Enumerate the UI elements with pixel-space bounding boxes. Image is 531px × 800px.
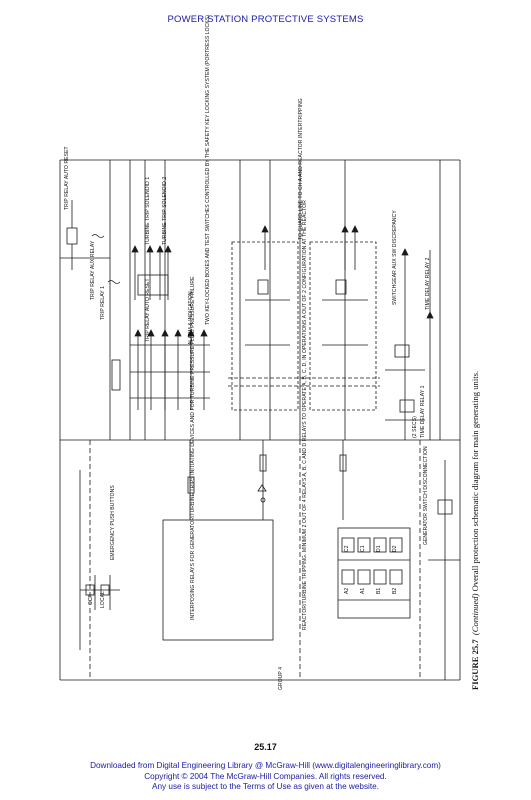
label-trip-relay-aux: TRIP RELAY AUX RELAY	[90, 240, 96, 300]
page-number: 25.17	[254, 742, 277, 752]
label-emergency-push-buttons: EMERGENCY PUSH BUTTONS	[110, 485, 116, 560]
relay-label-c1: C1	[360, 545, 366, 552]
footer-terms-line: Any use is subject to the Terms of Use a…	[152, 782, 379, 791]
relay-label-b1: B1	[376, 587, 382, 594]
footer-copyright-line: Copyright © 2004 The McGraw-Hill Compani…	[144, 771, 387, 781]
label-turbine-trip-solenoid-1: TURBINE TRIP SOLENOID 1	[145, 176, 151, 245]
label-ccr: CCR	[88, 593, 94, 605]
label-time-delay-relay-2: TIME DELAY RELAY 2	[425, 257, 431, 310]
running-header: POWER STATION PROTECTIVE SYSTEMS	[167, 14, 364, 25]
label-trip-relay-auto-reset: TRIP RELAY AUTO RESET	[64, 146, 70, 210]
label-switchgear-aux: SWITCHGEAR AUX SW DISCREPANCY	[392, 210, 398, 305]
relay-label-a1: A1	[360, 587, 366, 594]
relay-label-d2: D2	[392, 545, 398, 552]
figure-caption: FIGURE 25.7 (Continued) Overall protecti…	[470, 371, 480, 690]
label-time-delay-relay-1: TIME DELAY RELAY 1	[420, 385, 426, 438]
figure-caption-text: Overall protection schematic diagram for…	[470, 370, 480, 592]
label-reactor-intertripping: REACTOR/TURBINE TRIPPING. MINIMUM 2 OUT …	[302, 200, 308, 630]
figure-continued: (Continued)	[470, 593, 480, 636]
label-trip-relay-1: TRIP RELAY 1	[100, 286, 106, 320]
label-key-locked-boxes: TWO KEY-LOCKED BOXES AND TEST SWITCHES C…	[205, 15, 211, 325]
label-interposing-relays: INTERPOSING RELAYS FOR GENERATOR/TURBINE…	[190, 276, 196, 620]
figure-number: FIGURE 25.7	[470, 639, 480, 690]
label-trip-relay-auto-reset-2: TRIP RELAY AUTO RESET	[145, 278, 151, 342]
relay-label-b2: B2	[392, 587, 398, 594]
label-group-4: GROUP 4	[278, 666, 284, 690]
label-turbine-trip-solenoid-2: TURBINE TRIP SOLENOID 2	[162, 176, 168, 245]
footer: Downloaded from Digital Engineering Libr…	[0, 761, 531, 793]
relay-label-c2: C2	[344, 545, 350, 552]
label-time-delay-2-secs: (2 SECS)	[412, 416, 418, 438]
footer-download-line[interactable]: Downloaded from Digital Engineering Libr…	[90, 761, 441, 770]
relay-label-a2: A2	[344, 587, 350, 594]
label-generator-switch: GENERATOR SWITCH DISCONNECTION	[423, 446, 429, 545]
relay-label-d1: D1	[376, 545, 382, 552]
label-local: LOCAL	[100, 591, 106, 608]
